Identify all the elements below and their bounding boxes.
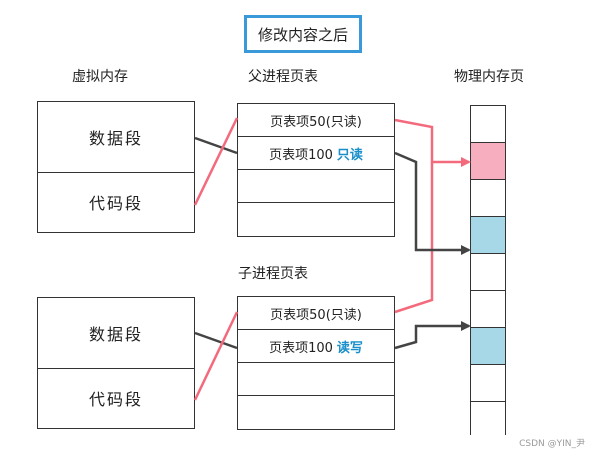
parent-page-table-row: 页表项100 只读	[238, 137, 394, 170]
memory-frame	[471, 254, 505, 291]
page-entry-label: 页表项50(只读)	[270, 114, 362, 130]
memory-frame	[471, 106, 505, 143]
parent-page-table-row	[238, 170, 394, 203]
parent-entry50-to-shared-frame-arrow	[394, 118, 471, 167]
watermark: CSDN @YIN_尹	[519, 439, 585, 449]
parent-entry100-to-frame-arrow	[394, 151, 471, 255]
child-entry50-to-shared-frame-arrow	[394, 162, 434, 314]
memory-frame	[471, 143, 505, 180]
page-entry-label: 页表项50(只读)	[270, 307, 362, 323]
permission-label: 只读	[336, 147, 363, 163]
parent-page-table-row: 页表项50(只读)	[238, 104, 394, 137]
child-page-table: 页表项50(只读) 页表项100 读写	[237, 296, 395, 430]
memory-frame	[471, 180, 505, 217]
virtual-memory-heading: 虚拟内存	[72, 69, 128, 85]
child-page-table-row	[238, 363, 394, 396]
page-entry-label: 页表项100	[269, 147, 333, 163]
diagram-title: 修改内容之后	[244, 15, 362, 53]
child-data-segment: 数据段	[38, 298, 194, 369]
memory-frame	[471, 402, 505, 439]
physical-memory	[470, 105, 506, 439]
parent-page-table: 页表项50(只读) 页表项100 只读	[237, 103, 395, 237]
parent-data-segment: 数据段	[38, 102, 194, 173]
memory-frame	[471, 291, 505, 328]
child-virtual-memory: 数据段 代码段	[37, 297, 195, 429]
page-entry-label: 页表项100	[269, 340, 333, 356]
child-entry100-to-copied-frame-arrow	[394, 321, 471, 350]
parent-virtual-memory: 数据段 代码段	[37, 101, 195, 233]
child-code-to-entry50-line	[193, 311, 239, 401]
memory-frame	[471, 365, 505, 402]
parent-page-table-heading: 父进程页表	[248, 69, 318, 85]
memory-frame	[471, 217, 505, 254]
child-page-table-row: 页表项50(只读)	[238, 297, 394, 330]
permission-label: 读写	[336, 340, 363, 356]
child-code-segment: 代码段	[88, 390, 143, 409]
memory-frame	[471, 328, 505, 365]
physical-memory-heading: 物理内存页	[454, 69, 524, 85]
parent-code-to-entry50-line	[193, 117, 239, 206]
parent-code-segment: 代码段	[88, 194, 143, 213]
child-page-table-row: 页表项100 读写	[238, 330, 394, 363]
child-data-to-entry100-line	[194, 331, 238, 350]
child-page-table-heading: 子进程页表	[238, 266, 308, 282]
parent-data-to-entry100-line	[194, 136, 238, 155]
